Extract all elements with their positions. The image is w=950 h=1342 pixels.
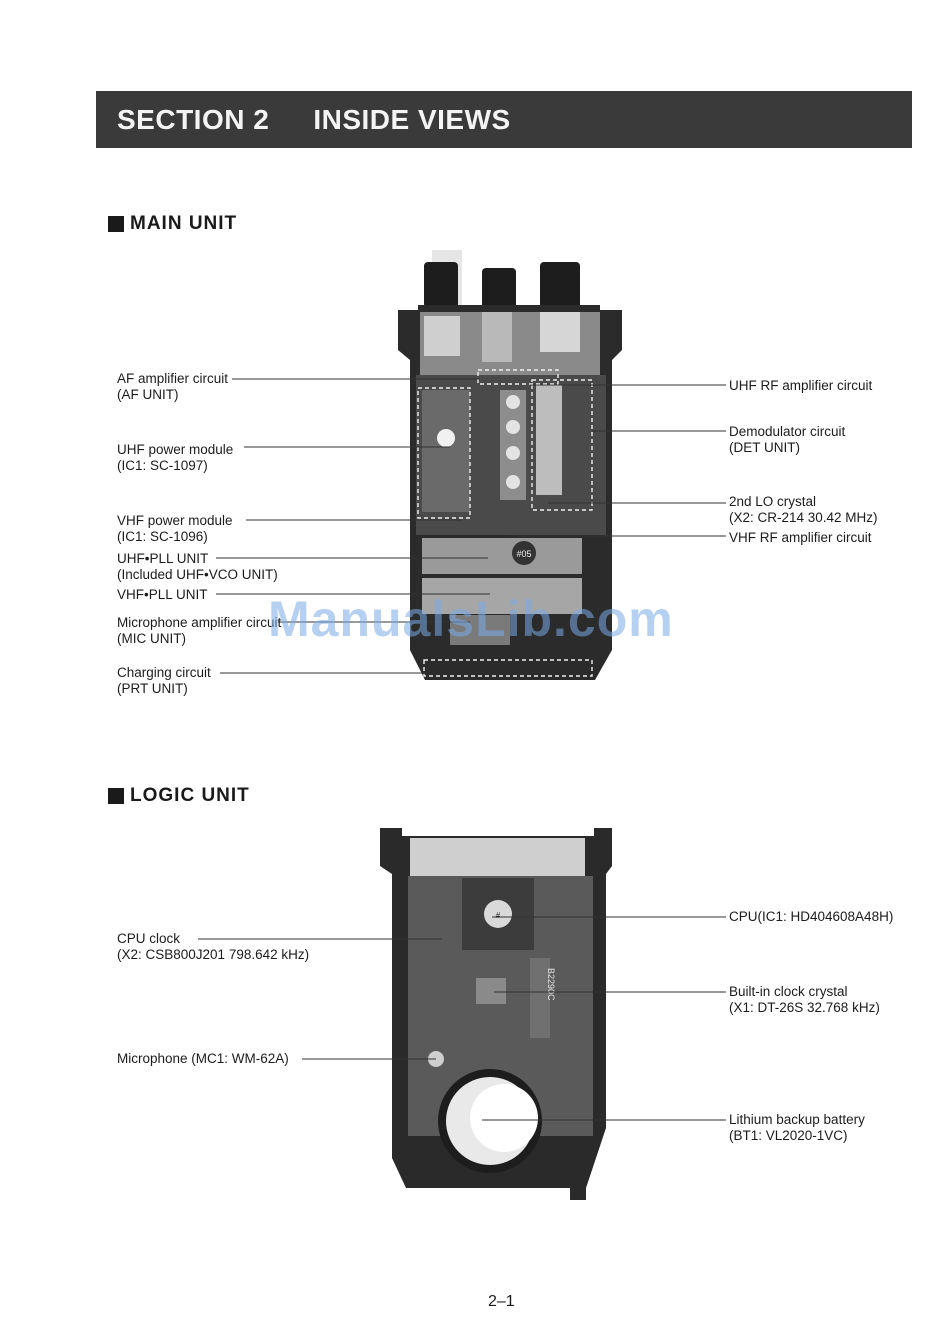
- label-uhf-power-module: UHF power module(IC1: SC-1097): [117, 442, 234, 473]
- label-uhf-pll-unit: UHF•PLL UNIT(Included UHF•VCO UNIT): [117, 551, 278, 582]
- logic-unit-heading-text: LOGIC UNIT: [130, 785, 250, 806]
- logic-photo-marking: B2290C: [546, 968, 556, 1001]
- section-title: INSIDE VIEWS: [313, 103, 511, 135]
- label-built-in-clock-crystal: Built-in clock crystal(X1: DT-26S 32.768…: [729, 984, 880, 1015]
- label-lithium-backup-battery: Lithium backup battery(BT1: VL2020-1VC): [729, 1112, 865, 1143]
- main-unit-heading: MAIN UNIT: [108, 213, 237, 235]
- logic-unit-heading: LOGIC UNIT: [108, 785, 250, 807]
- bullet-square-icon: [108, 788, 124, 804]
- main-photo-marking: #05: [516, 549, 531, 559]
- label-vhf-rf-amplifier: VHF RF amplifier circuit: [729, 530, 872, 545]
- label-vhf-pll-unit: VHF•PLL UNIT: [117, 587, 208, 602]
- logic-unit-photo: # B2290C: [380, 828, 612, 1200]
- label-af-amplifier: AF amplifier circuit(AF UNIT): [117, 371, 229, 402]
- section-number: SECTION 2: [117, 103, 270, 135]
- main-unit-photo: #05: [398, 250, 622, 680]
- watermark: ManualsLib.com: [268, 591, 674, 647]
- page-number: 2–1: [488, 1293, 515, 1310]
- label-uhf-rf-amplifier: UHF RF amplifier circuit: [729, 378, 873, 393]
- main-unit-heading-text: MAIN UNIT: [130, 213, 238, 234]
- label-2nd-lo-crystal: 2nd LO crystal(X2: CR-214 30.42 MHz): [729, 494, 878, 525]
- label-demodulator-circuit: Demodulator circuit(DET UNIT): [729, 424, 846, 455]
- label-cpu-clock: CPU clock(X2: CSB800J201 798.642 kHz): [117, 931, 310, 962]
- bullet-square-icon: [108, 216, 124, 232]
- label-microphone: Microphone (MC1: WM-62A): [117, 1051, 289, 1066]
- label-microphone-amplifier: Microphone amplifier circuit(MIC UNIT): [117, 615, 282, 646]
- section-banner: SECTION 2 INSIDE VIEWS: [96, 91, 912, 148]
- label-vhf-power-module: VHF power module(IC1: SC-1096): [117, 513, 233, 544]
- svg-text:#: #: [496, 911, 501, 920]
- label-cpu: CPU(IC1: HD404608A48H): [729, 909, 894, 924]
- label-charging-circuit: Charging circuit(PRT UNIT): [117, 665, 211, 696]
